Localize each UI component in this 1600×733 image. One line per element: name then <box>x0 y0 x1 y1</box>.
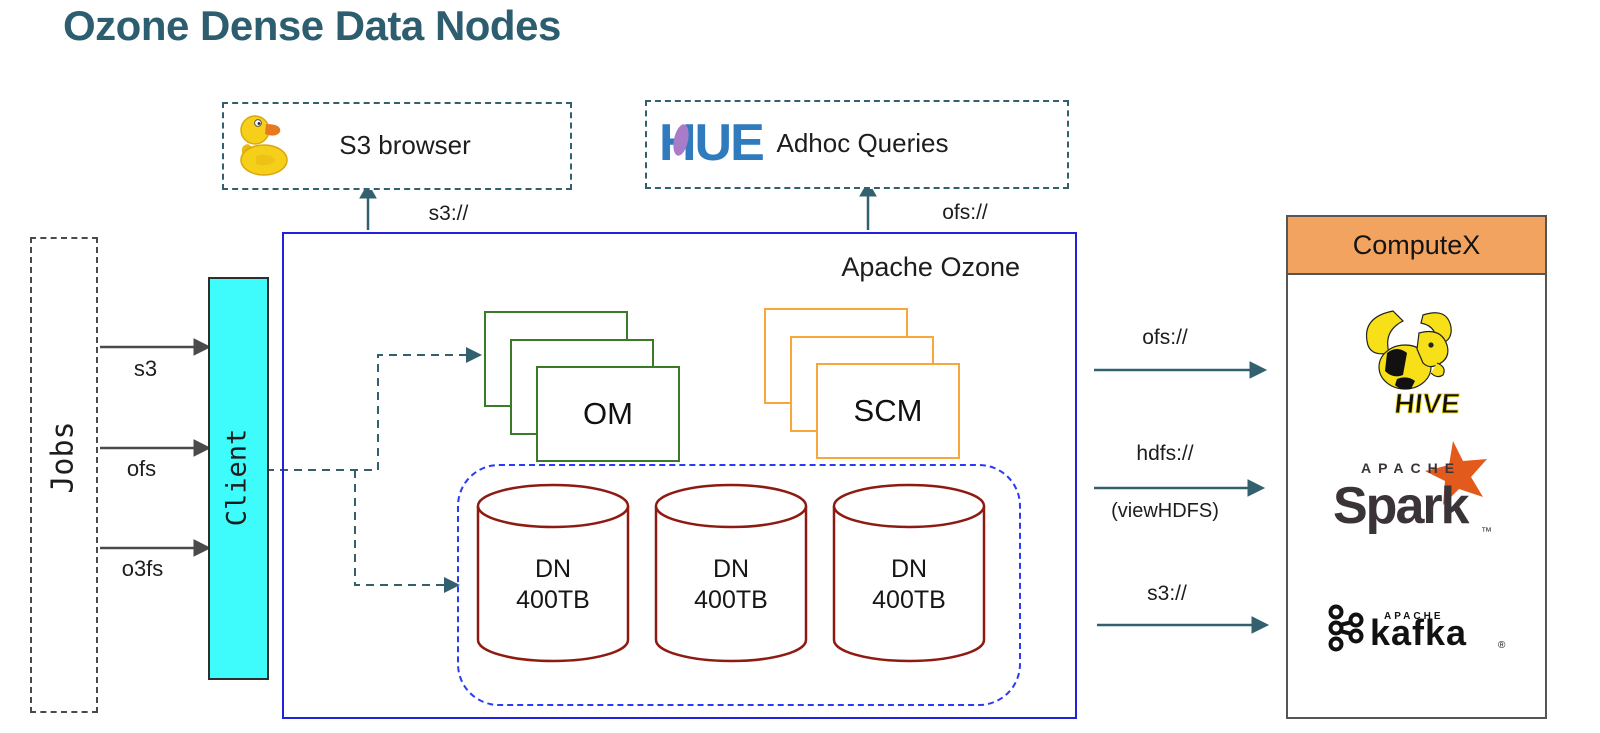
datanode-label: DN 400TB <box>516 555 590 615</box>
scm-stack: SCM <box>764 308 962 460</box>
arrow-ozone-to-adhoc <box>859 180 877 230</box>
label-s3-protocol-top: s3:// <box>428 202 469 225</box>
datanode-container: DN 400TB DN 400TB <box>457 464 1021 706</box>
client-label: Client <box>221 428 253 527</box>
datanode-label: DN 400TB <box>694 555 768 615</box>
datanode-cylinder-3: DN 400TB <box>831 482 987 664</box>
om-box-front: OM <box>536 366 680 462</box>
svg-text:APACHE: APACHE <box>1361 460 1461 476</box>
arrow-ozone-to-spark <box>1094 479 1266 497</box>
svg-text:®: ® <box>1498 640 1506 651</box>
s3-browser-label: S3 browser <box>339 130 471 160</box>
svg-text:™: ™ <box>1481 526 1492 538</box>
s3-browser-box <box>222 102 572 190</box>
svg-text:APACHE: APACHE <box>1384 611 1443 622</box>
cyberduck-duck-icon <box>240 115 288 176</box>
scm-label: SCM <box>853 393 923 428</box>
arrow-jobs-ofs <box>100 439 212 457</box>
hive-logo: HIVE <box>1288 305 1545 423</box>
jobs-box <box>30 237 98 713</box>
arrow-jobs-s3 <box>100 338 212 356</box>
arrow-ozone-to-hive <box>1094 361 1268 379</box>
svg-text:Spark: Spark <box>1333 477 1470 535</box>
arrow-ozone-to-s3browser <box>359 182 377 230</box>
label-ofs: ofs <box>126 456 157 481</box>
datanode-cylinder-2: DN 400TB <box>653 482 809 664</box>
adhoc-queries-box: HUE <box>645 100 1069 189</box>
cylinder-shape <box>654 483 808 663</box>
svg-text:HIVE: HIVE <box>1393 388 1462 419</box>
label-ofs-protocol-east: ofs:// <box>1142 326 1188 349</box>
label-s3-protocol-east: s3:// <box>1147 582 1187 605</box>
page-title: Ozone Dense Data Nodes <box>63 2 561 49</box>
adhoc-queries-label: Adhoc Queries <box>776 128 949 158</box>
apache-ozone-box: Apache Ozone OM SCM <box>282 232 1077 719</box>
datanode-cylinder-1: DN 400TB <box>475 482 631 664</box>
svg-text:kafka: kafka <box>1370 612 1467 653</box>
label-viewhdfs: (viewHDFS) <box>1111 500 1219 522</box>
label-s3: s3 <box>133 356 158 381</box>
scm-box-front: SCM <box>816 363 960 459</box>
om-stack: OM <box>484 311 682 463</box>
hue-logo: HUE <box>659 114 765 172</box>
cylinder-shape <box>476 483 630 663</box>
arrow-jobs-o3fs <box>100 539 212 557</box>
computex-title: ComputeX <box>1352 229 1481 260</box>
label-ofs-protocol-top: ofs:// <box>942 201 988 224</box>
cylinder-shape <box>832 483 986 663</box>
jobs-label: Jobs <box>45 421 81 494</box>
label-hdfs-protocol: hdfs:// <box>1136 442 1194 465</box>
computex-header: ComputeX <box>1288 217 1545 275</box>
kafka-mark <box>1328 604 1363 652</box>
client-box <box>208 277 269 680</box>
apache-ozone-title: Apache Ozone <box>841 252 1020 282</box>
computex-panel: ComputeX HIVE APACHE Spark ™ <box>1286 215 1547 719</box>
label-o3fs: o3fs <box>121 556 164 581</box>
spark-logo: APACHE Spark ™ <box>1288 439 1545 543</box>
arrow-ozone-to-kafka <box>1097 616 1270 634</box>
kafka-logo: APACHE kafka ® <box>1288 603 1545 653</box>
om-label: OM <box>583 396 633 431</box>
datanode-label: DN 400TB <box>872 555 946 615</box>
